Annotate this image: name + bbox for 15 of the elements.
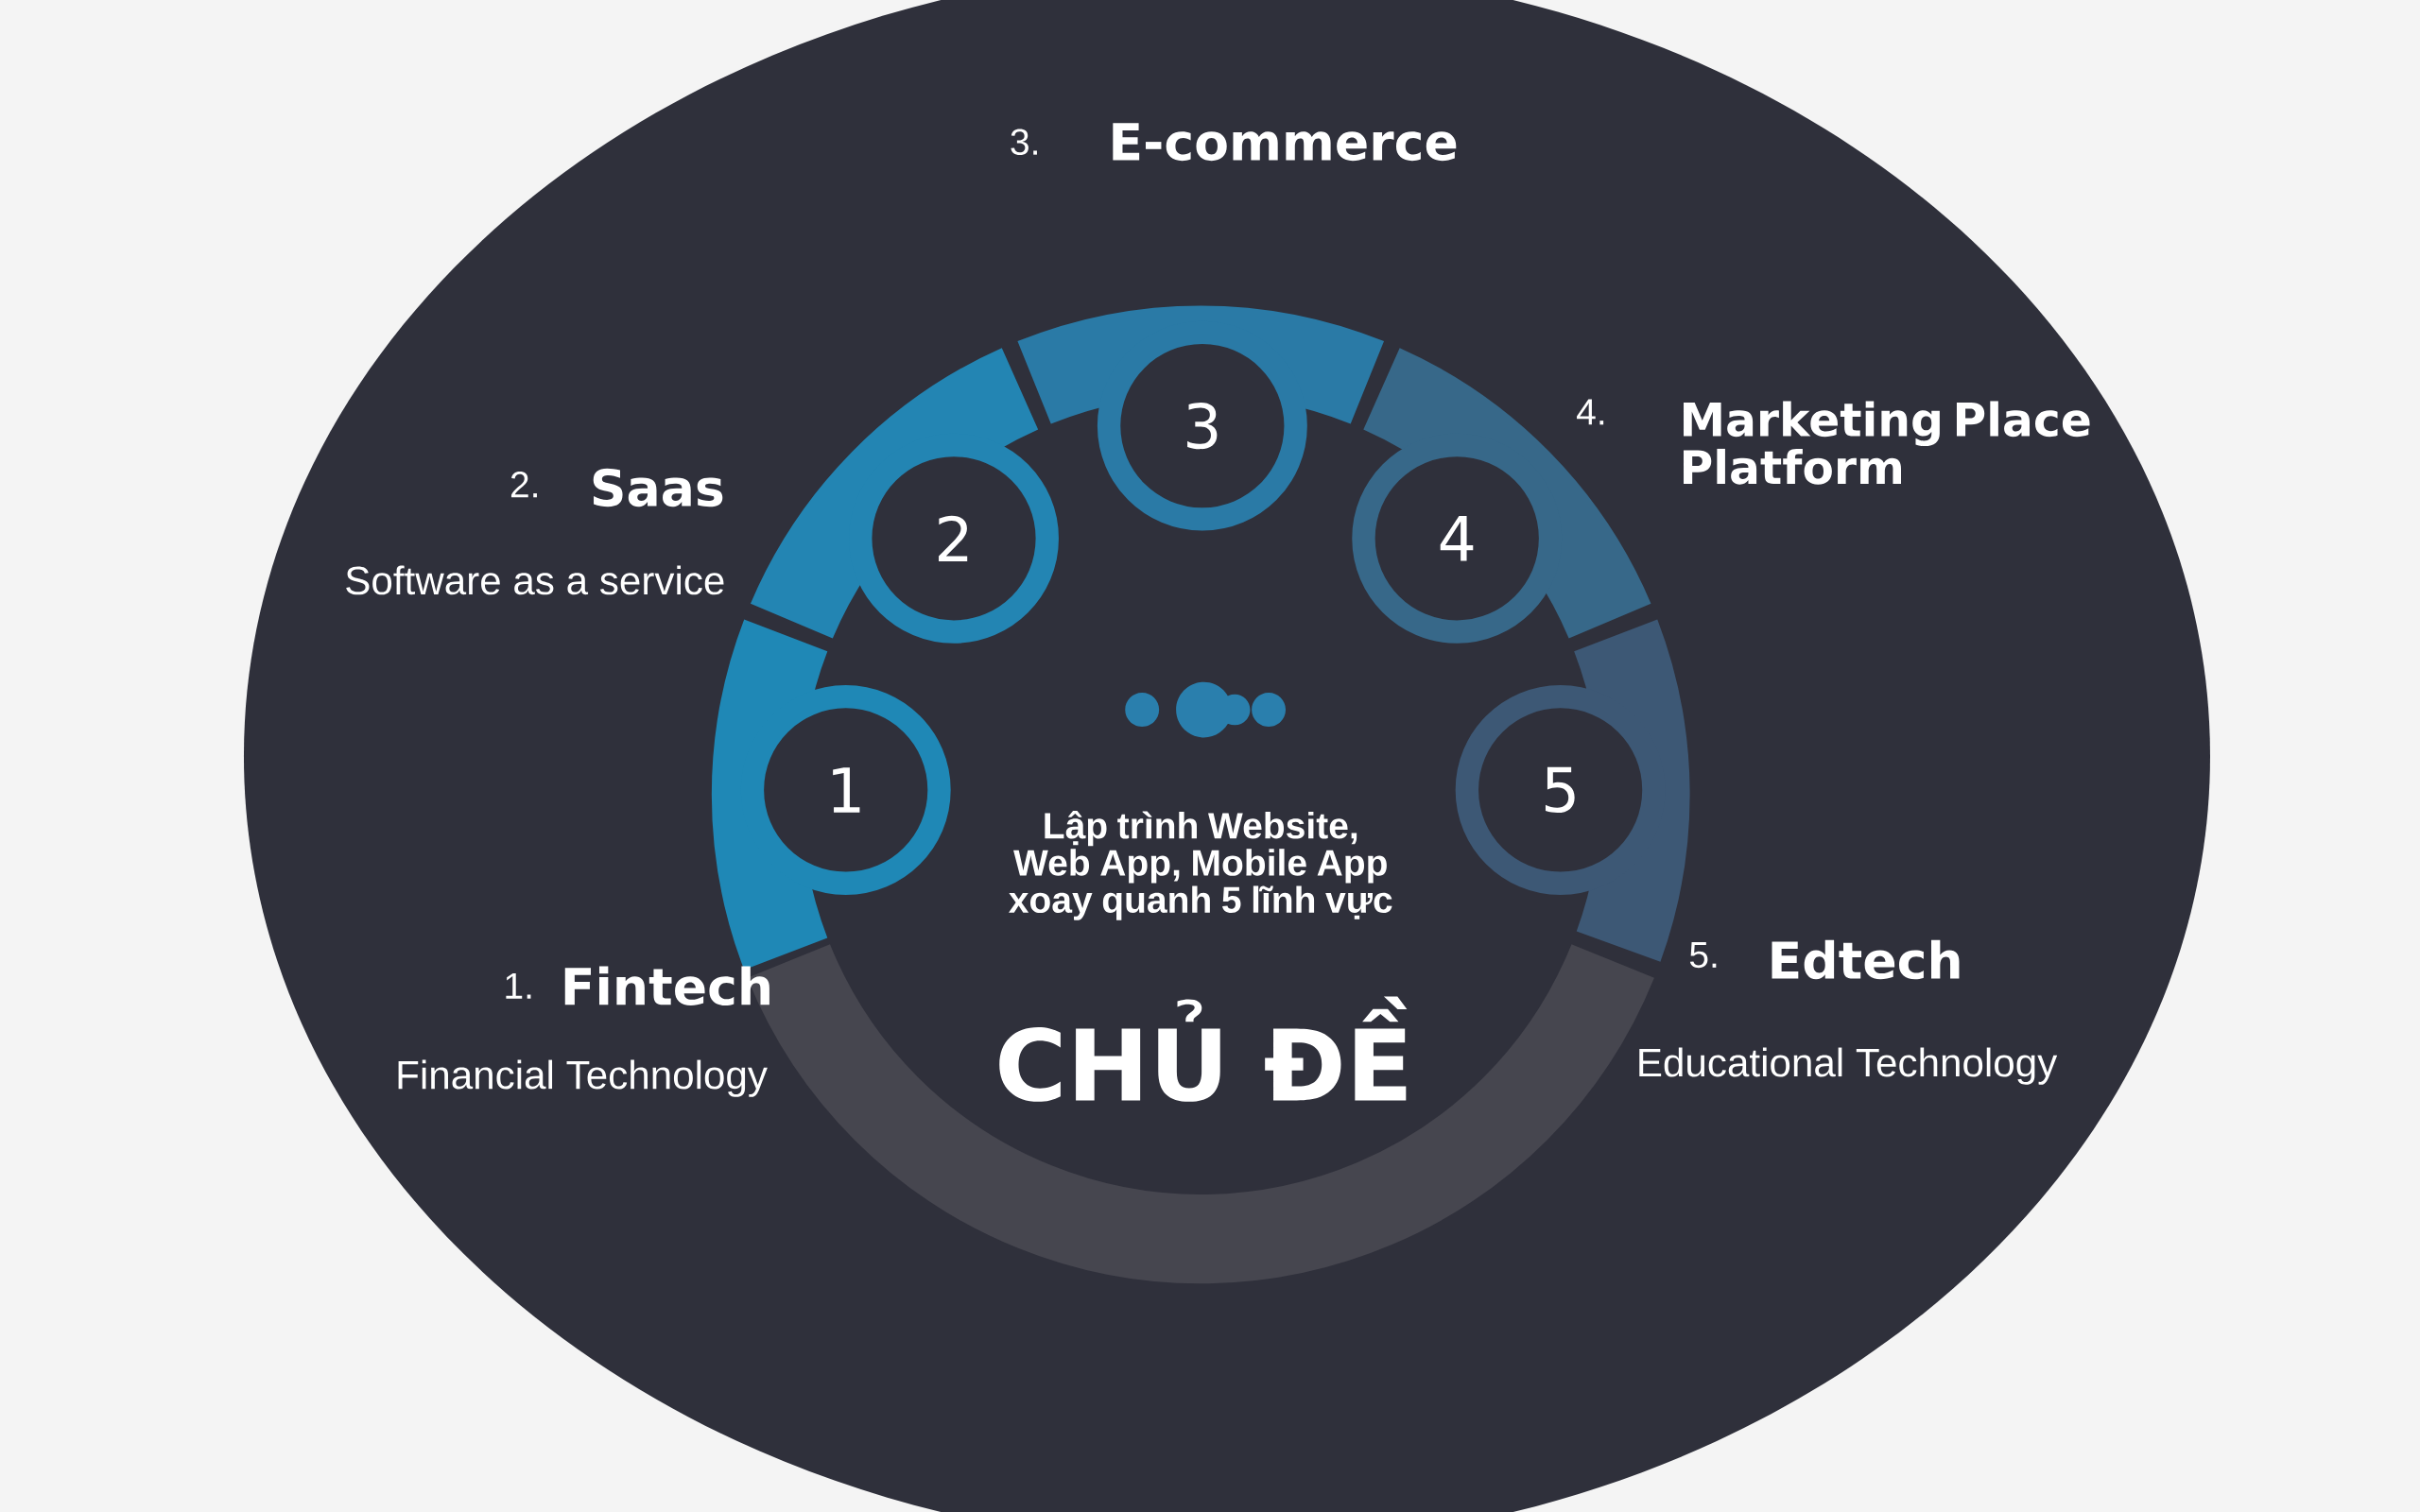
list-number: 3. [1011, 129, 1037, 155]
list-number: 2. [510, 472, 537, 498]
category-subtitle: Financial Technology [398, 1059, 768, 1097]
category-title: Saas [593, 468, 723, 507]
category-title: Marketing Place Platform [1684, 401, 2090, 485]
category-subtitle: Software as a service [346, 565, 724, 595]
list-number: 1. [506, 972, 531, 999]
topic-title: CHỦ ĐỀ [999, 996, 1408, 1102]
category-title: Fintech [564, 966, 769, 1006]
category-title: E-commerce [1113, 123, 1457, 162]
center-caption: Lập trình Website, Web App, Mobile App xoay quanh 5 lĩnh vực [1009, 811, 1392, 920]
category-title: Edtech [1772, 939, 1960, 980]
list-number: 5. [1689, 942, 1717, 969]
category-subtitle: Educational Technology [1639, 1047, 2058, 1085]
list-number: 4. [1577, 399, 1604, 425]
